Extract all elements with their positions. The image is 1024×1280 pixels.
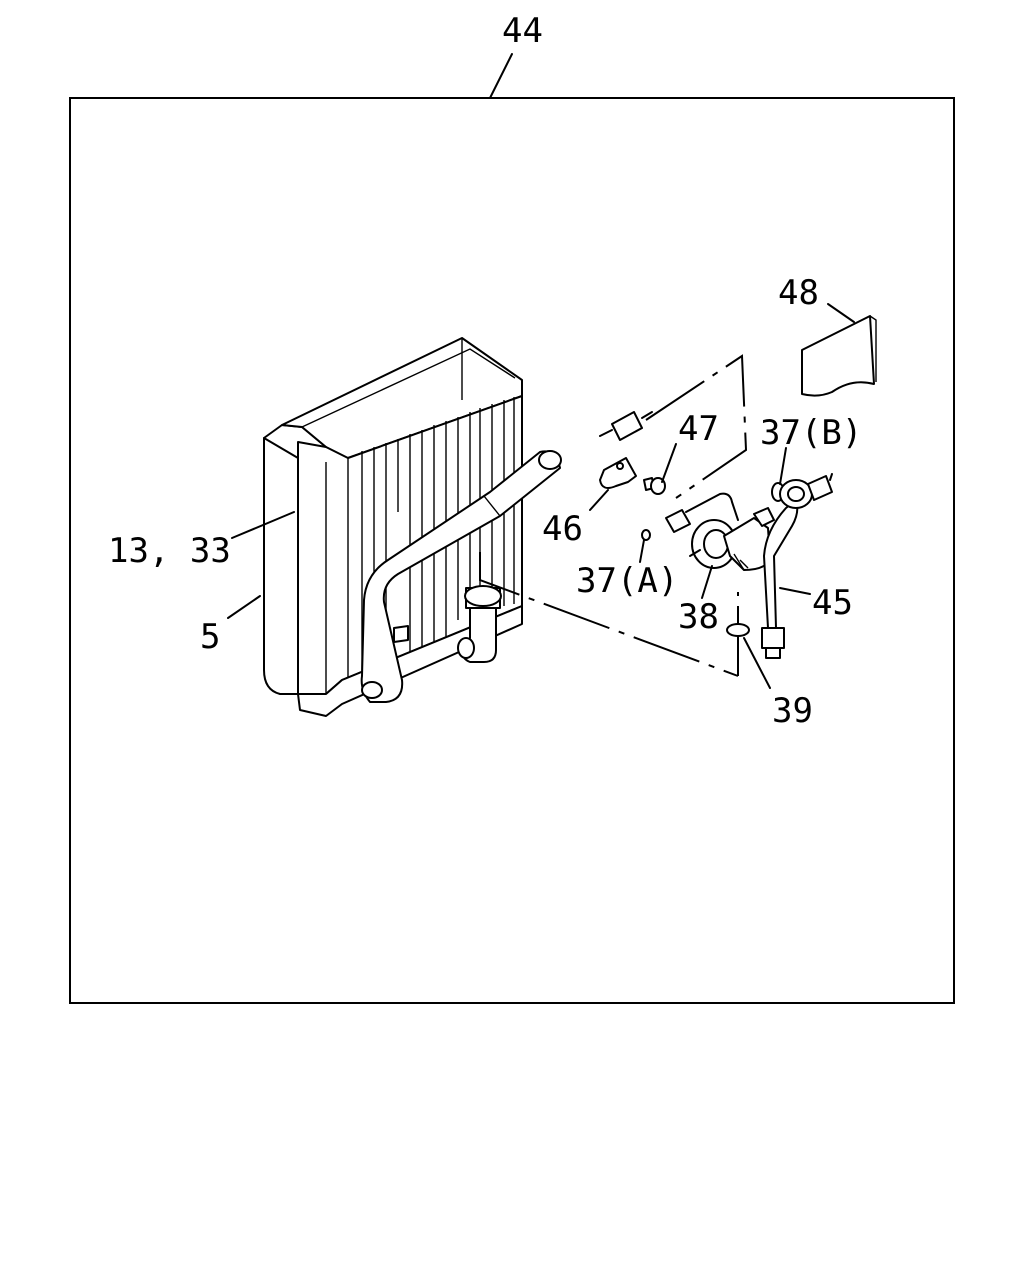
label-39: 39 <box>772 691 813 731</box>
thermistor-sensor <box>599 411 653 441</box>
dashed-leader-39 <box>479 552 739 677</box>
leader-lines <box>227 303 855 689</box>
label-45: 45 <box>812 583 853 623</box>
label-44: 44 <box>502 11 543 51</box>
label-38: 38 <box>678 597 719 637</box>
expansion-valve <box>665 492 775 571</box>
clip-part <box>599 457 637 489</box>
label-sheet-48 <box>801 315 877 397</box>
label-46: 46 <box>542 509 583 549</box>
pipe-45 <box>761 473 833 659</box>
evaporator-pipes <box>360 450 562 703</box>
label-37b: 37(B) <box>760 413 862 453</box>
label-47: 47 <box>678 409 719 449</box>
label-13-33: 13, 33 <box>108 531 231 571</box>
label-48: 48 <box>778 273 819 313</box>
o-ring-37a <box>641 529 651 541</box>
label-37a: 37(A) <box>576 561 678 601</box>
label-5: 5 <box>200 617 220 657</box>
leader-44 <box>489 53 513 99</box>
assembly-frame <box>69 97 955 1004</box>
dashed-leader-sensor <box>645 354 748 499</box>
o-ring-39 <box>726 623 750 637</box>
